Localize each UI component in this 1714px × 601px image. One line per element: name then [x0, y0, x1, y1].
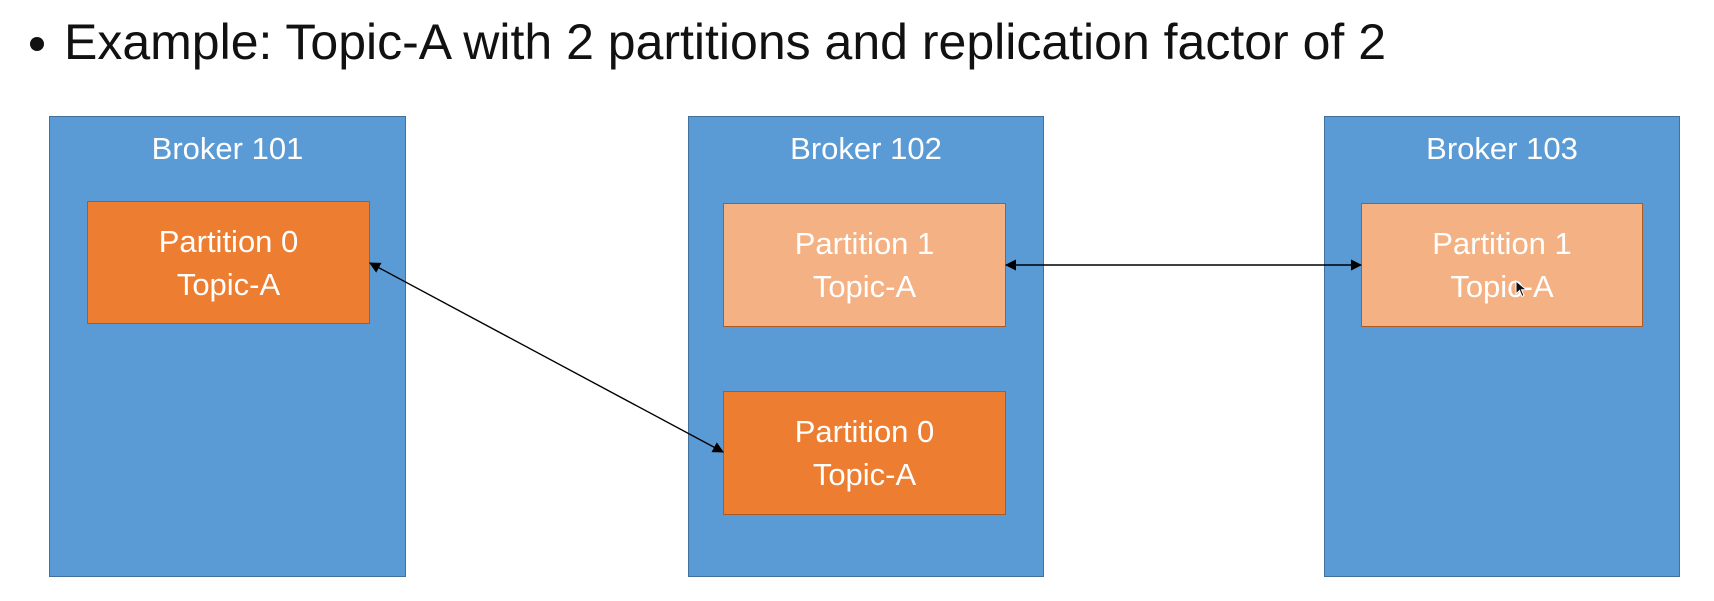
broker-101-box: Broker 101	[49, 116, 406, 577]
partition-topic: Topic-A	[812, 269, 917, 304]
mouse-pointer-icon	[1515, 280, 1528, 298]
broker-101-title: Broker 101	[151, 131, 304, 166]
partition-label: Partition 0	[158, 223, 299, 259]
partition-label: Partition 1	[1432, 226, 1572, 261]
partition-topic: Topic-A	[176, 266, 281, 302]
slide-bullet: Example: Topic-A with 2 partitions and r…	[30, 6, 1386, 78]
bullet-text: Example: Topic-A with 2 partitions and r…	[64, 14, 1386, 70]
broker-103-box: Broker 103	[1324, 116, 1680, 577]
partition-label: Partition 0	[794, 414, 935, 449]
replication-arrow-partition-0	[369, 262, 724, 453]
partition-topic: Topic-A	[1450, 269, 1554, 304]
broker-101-partition-0: Partition 0 Topic-A	[87, 201, 370, 324]
partition-label: Partition 1	[794, 226, 935, 261]
broker-102-title: Broker 102	[790, 131, 942, 166]
broker-103-title: Broker 103	[1426, 131, 1578, 166]
partition-topic: Topic-A	[812, 457, 917, 492]
broker-103-partition-1: Partition 1 Topic-A	[1361, 203, 1643, 327]
broker-102-partition-0: Partition 0 Topic-A	[723, 391, 1006, 515]
broker-102-partition-1: Partition 1 Topic-A	[723, 203, 1006, 327]
bullet-dot-icon	[30, 37, 44, 51]
